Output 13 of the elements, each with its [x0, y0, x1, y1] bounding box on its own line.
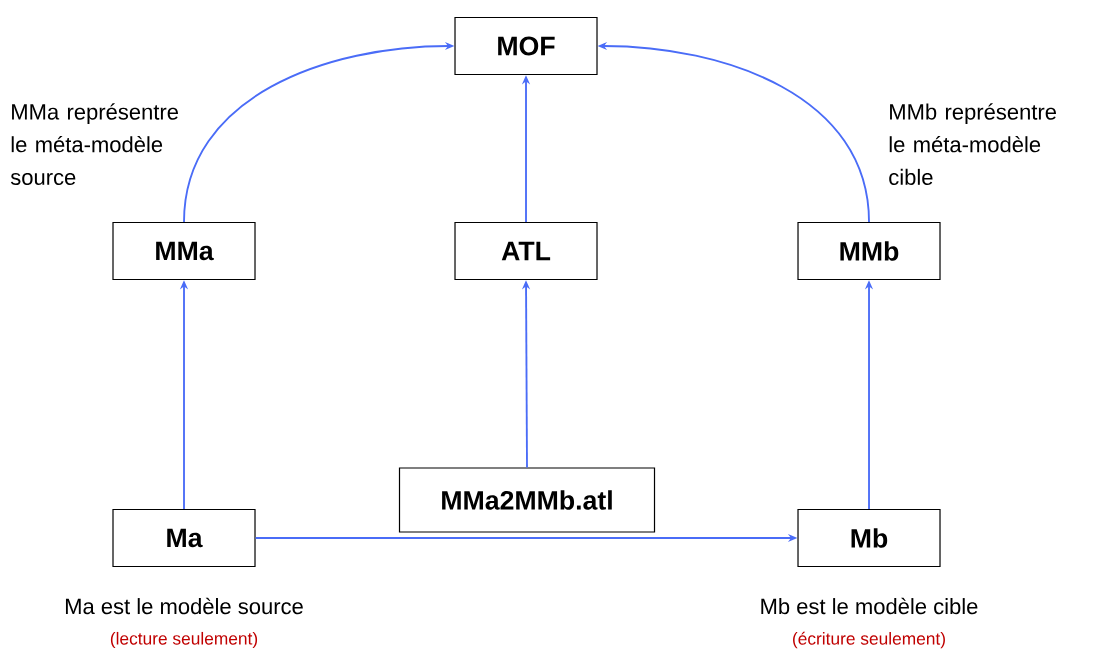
process-box: Ma — [112, 508, 256, 568]
process-box: MMa — [112, 221, 256, 281]
annotation-text: MMb représentre le méta-modèle cible — [889, 103, 1056, 185]
process-box: Mb — [797, 508, 941, 568]
process-box: MMa2MMb.atl — [398, 467, 656, 533]
annotation-text: MMa représentre le méta-modèle source — [10, 103, 178, 185]
process-box: MOF — [454, 16, 598, 76]
annotation-text: Ma est le modèle source — [65, 597, 303, 615]
process-box: ATL — [454, 221, 598, 281]
annotation-text: (lecture seulement) — [110, 631, 258, 649]
annotation-text: (écriture seulement) — [793, 631, 945, 649]
annotation-text: Mb est le modèle cible — [761, 597, 978, 615]
process-box: MMb — [797, 221, 941, 281]
